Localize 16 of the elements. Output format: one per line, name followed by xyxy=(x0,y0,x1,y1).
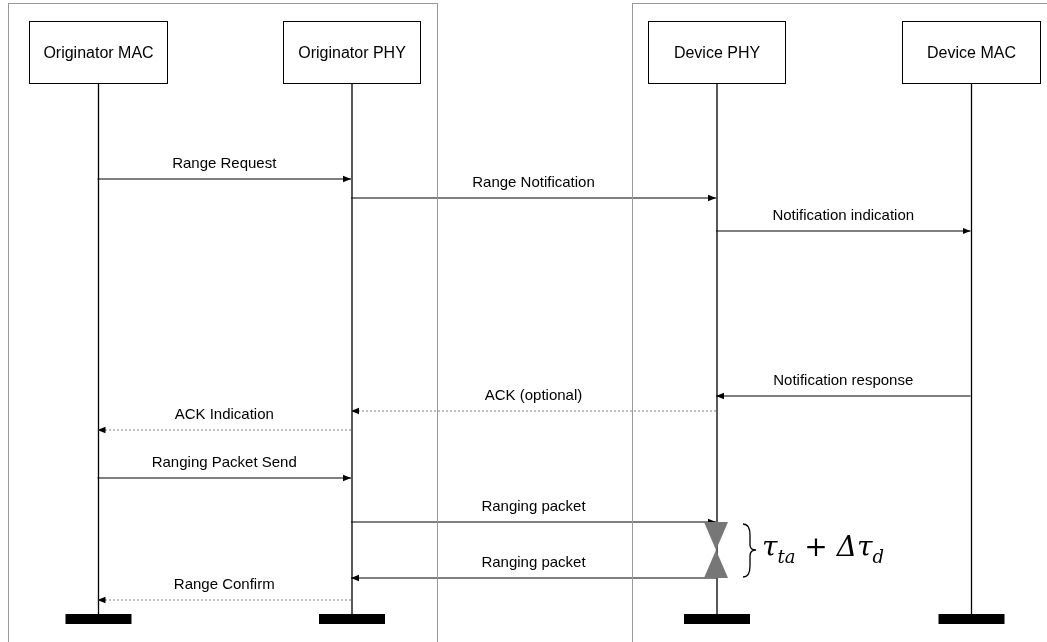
message-arrow xyxy=(96,426,352,434)
message-arrow xyxy=(96,175,352,183)
message-arrow xyxy=(350,518,717,526)
message-arrow xyxy=(96,596,352,604)
message-arrow xyxy=(350,194,717,202)
formula: τ$_{ta}$ + Δτ$_{d}$ xyxy=(762,530,884,567)
participant-box: Device MAC xyxy=(902,21,1041,84)
participant-box: Device PHY xyxy=(648,21,786,84)
participant-box: Originator MAC xyxy=(29,21,168,84)
message-arrow xyxy=(350,407,717,415)
group-panel xyxy=(632,3,1047,642)
participant-box: Originator PHY xyxy=(283,21,421,84)
message-arrow xyxy=(715,227,972,235)
message-arrow xyxy=(96,474,352,482)
group-panel xyxy=(8,3,438,642)
message-arrow xyxy=(715,392,972,400)
